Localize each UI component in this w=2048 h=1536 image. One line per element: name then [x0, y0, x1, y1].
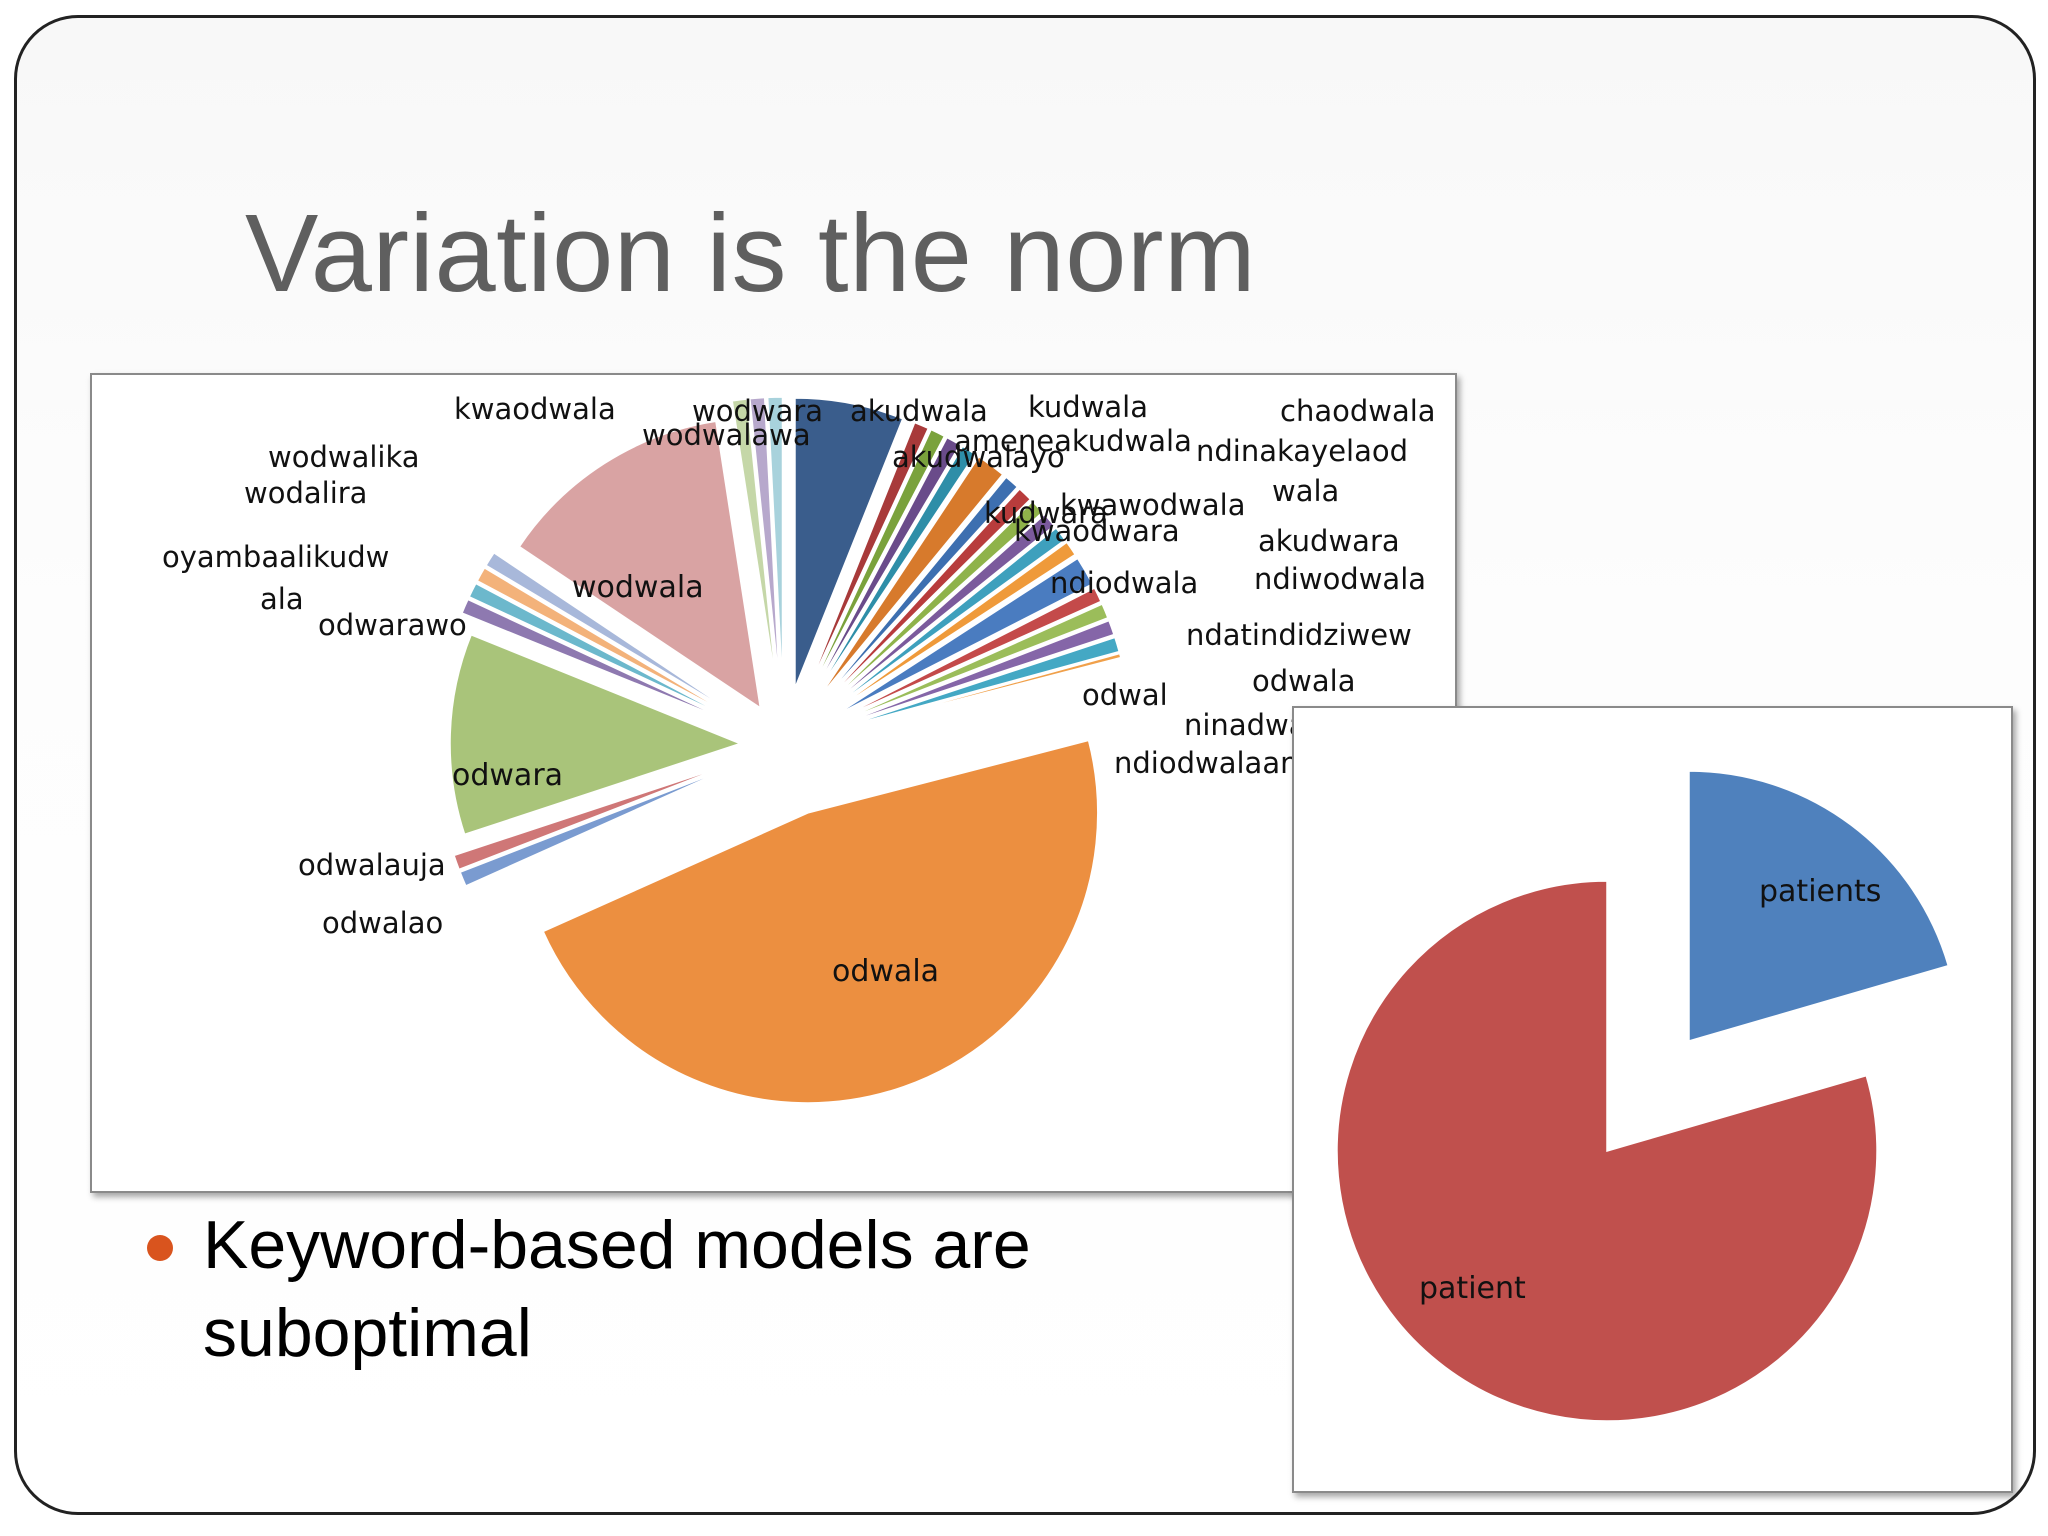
pie-slice-odwala — [837, 603, 1109, 724]
pie-slice-ndinakayelaod — [823, 487, 1032, 704]
pie-slice-akudwala — [794, 397, 904, 689]
pie-label-inside-odwala: odwala — [832, 954, 939, 989]
pie-label-odwarawo: odwarawo — [318, 608, 467, 642]
pie-label-chaodwala: chaodwala — [1280, 394, 1436, 428]
pie-label-ndatindidziwew: ndatindidziwew — [1186, 618, 1412, 652]
pie-label-odwala: odwala — [1252, 664, 1355, 698]
pie-label-kwaodwara: kwaodwara — [1014, 514, 1180, 548]
pie-label-odwalauja: odwalauja — [298, 848, 446, 882]
pie-slice-odwalao — [459, 766, 731, 887]
pie-label-wala: wala — [1272, 474, 1339, 508]
pie-label-oyambaalikudw: oyambaalikudw — [162, 540, 389, 574]
pie-slice-22 — [461, 598, 732, 723]
pie-slice-wodalira — [731, 398, 778, 688]
pie-label-wodalira: wodalira — [244, 476, 367, 510]
pie-slice-ndatindidziwew — [835, 586, 1102, 721]
pie-slice-odwal — [838, 619, 1115, 727]
pie-slice-wodwala — [518, 420, 762, 710]
pie-slice-wodwalika — [749, 396, 781, 688]
pie-label-ala: ala — [260, 582, 304, 616]
pie-slice-akudwara — [829, 527, 1067, 711]
pie-slice-3 — [811, 436, 962, 695]
pie-label-ndiodwala: ndiodwala — [1050, 566, 1198, 600]
pie-label-patient: patient — [1419, 1271, 1526, 1306]
pie-slice-ninadwala — [839, 636, 1121, 729]
pie-label-ndiodwalaana: ndiodwalaana — [1114, 746, 1316, 780]
pie-slice-kwawodwala — [825, 500, 1044, 706]
pie-label-inside-wodwala: wodwala — [572, 570, 704, 605]
slide-title: Variation is the norm — [245, 192, 1257, 315]
pie-label-odwalao: odwalao — [322, 906, 443, 940]
pie-chart-1-svg: kwaodwala wodwara akudwala kudwala chaodwala… — [162, 390, 1436, 1104]
pie-slice-ala — [476, 566, 734, 718]
pie-label-kwaodwala: kwaodwala — [454, 392, 616, 426]
pie-slice-kwaodwala — [766, 396, 784, 688]
slide: Variation is the norm kwaodwala wodwara ak… — [14, 15, 2036, 1515]
pie-label-inside-odwara: odwara — [452, 758, 563, 793]
pie-slice-ndiodwalaana — [839, 652, 1122, 731]
pie-chart-word-variants: kwaodwala wodwara akudwala kudwala chaodwala… — [90, 373, 1457, 1193]
pie-slice-ndiodwala — [833, 557, 1094, 717]
pie-chart-2-svg: patients patient — [1336, 770, 1950, 1422]
pie-slice-kudwala — [817, 455, 1004, 699]
pie-slice-ndiwodwala — [831, 541, 1077, 713]
pie-label-kwawodwala: kwawodwala — [1060, 488, 1245, 522]
pie-label-wodwalawa: wodwalawa — [642, 418, 811, 452]
pie-label-ndinakayelaod: ndinakayelaod — [1196, 434, 1408, 468]
pie-slice-2 — [808, 428, 946, 694]
pie-slice-4 — [814, 445, 977, 697]
pie-label-akudwalayo: akudwalayo — [892, 440, 1065, 474]
pie-label-akudwara: akudwara — [1258, 524, 1400, 558]
bullet-dot-icon — [147, 1235, 173, 1261]
pie-label-ameneakudwala: ameneakudwala — [954, 424, 1192, 458]
pie-label-akudwala: akudwala — [850, 394, 988, 428]
bullet-text: Keyword-based models are suboptimal — [203, 1207, 1031, 1371]
pie-label-odwal: odwal — [1082, 678, 1168, 712]
pie-slice-odwalauja — [453, 763, 730, 871]
pie-label-wodwara: wodwara — [692, 394, 823, 428]
pie-label-patients: patients — [1759, 874, 1881, 909]
pie-slice-wala — [827, 513, 1056, 709]
pie-label-ndiwodwala: ndiwodwala — [1254, 562, 1426, 596]
pie-slice-odwara — [449, 633, 743, 836]
pie-slice-patient — [1336, 880, 1878, 1422]
pie-slice-1 — [806, 421, 930, 693]
pie-label-kudwala: kudwala — [1028, 390, 1148, 424]
pie-slice-odwala — [542, 739, 1099, 1104]
pie-chart-patient: patients patient — [1292, 706, 2013, 1493]
pie-label-kudwara: kudwara — [984, 496, 1108, 530]
pie-slice-ameneakudwala — [821, 476, 1019, 702]
pie-slice-oyambaalikudw — [484, 551, 736, 715]
pie-slice-odwarawo — [468, 582, 733, 720]
pie-label-wodwalika: wodwalika — [268, 440, 420, 474]
pie-slice-patients — [1688, 770, 1950, 1042]
